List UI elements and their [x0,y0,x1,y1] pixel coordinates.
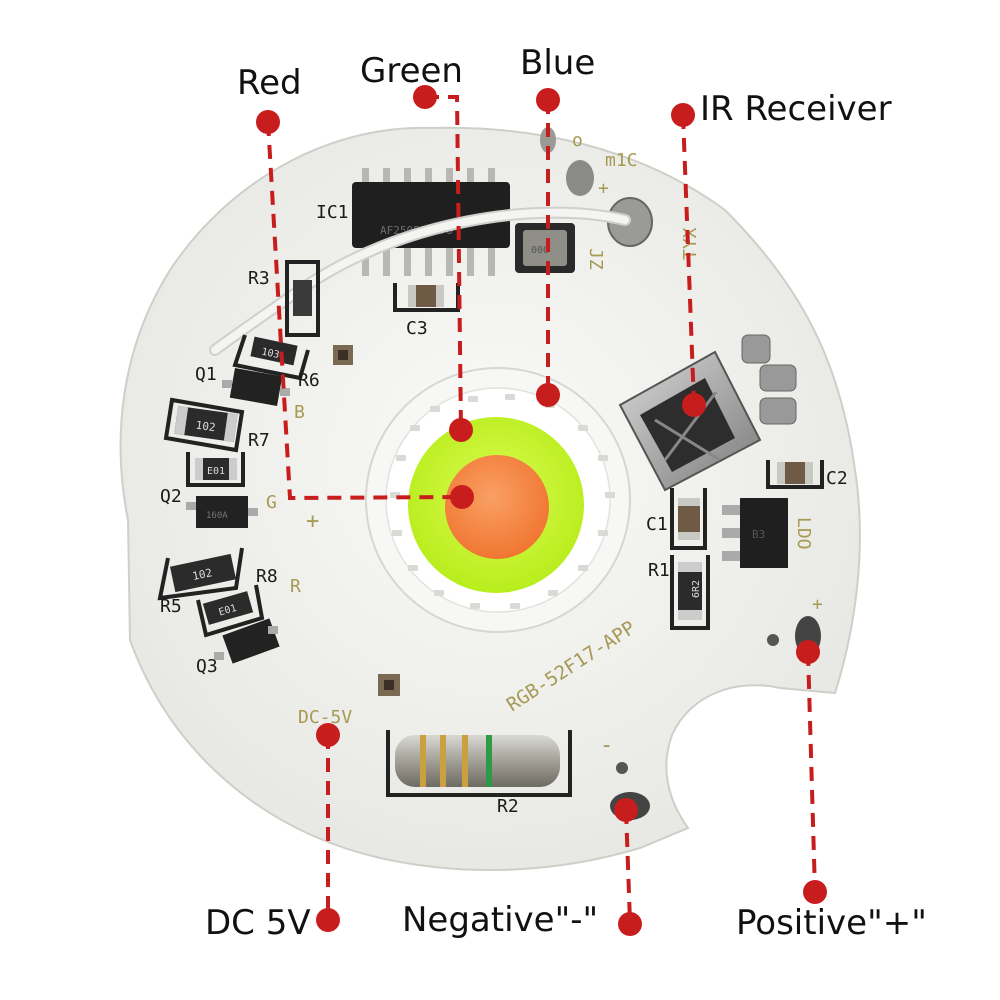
svg-text:102: 102 [191,566,213,583]
silk-r6: R6 [298,370,320,391]
leader-negative [624,809,632,923]
resistor-102-lower: 102 [157,547,244,601]
svg-text:B3: B3 [752,528,765,541]
transistor-q1 [222,368,290,406]
silk-c1: C1 [646,514,668,535]
resistor-e01-lower: E01 [196,584,265,638]
ldo-regulator: B3 [722,498,788,568]
silk-plus-right: + [812,594,823,615]
silk-r5: R5 [160,596,182,617]
ir-receiver [618,334,797,492]
svg-text:000: 000 [531,245,549,256]
silk-r3: R3 [248,268,270,289]
silk-q1: Q1 [195,364,217,385]
svg-text:E01: E01 [207,466,225,477]
silk-r7: R7 [248,430,270,451]
resistor-r3 [285,260,320,337]
callout-dc5v-label: DC 5V [205,903,311,943]
silk-r1: R1 [648,560,670,581]
silk-plus-left: + [306,509,319,534]
capacitor-c2 [766,460,824,489]
silk-c2: C2 [826,468,848,489]
crystal-jz: 000 [515,223,575,273]
resistor-r2 [386,730,572,797]
svg-text:6R2: 6R2 [691,580,702,598]
silk-q2: Q2 [160,486,182,507]
leader-red [266,121,463,501]
transistor-q3 [214,618,280,664]
leader-ir [681,114,696,406]
silk-mic: m1C [605,150,638,171]
resistor-r6: 103 [232,334,310,381]
silk-r8: R8 [256,566,278,587]
callout-dots [256,85,827,936]
svg-text:103: 103 [260,347,280,362]
silk-mic-o: o [572,130,583,151]
callout-negative-label: Negative"-" [402,900,599,940]
silk-c3: C3 [406,318,428,339]
led-orange-core [445,455,549,559]
rgb-led-module [365,367,631,633]
callout-green-label: Green [360,51,463,91]
callout-lines [266,95,817,923]
callout-ir-receiver-label: IR Receiver [700,89,892,129]
leader-positive [806,651,817,893]
callout-positive-label: Positive"+" [736,903,927,943]
silk-mic-plus: + [598,178,609,199]
silk-r2: R2 [497,796,519,817]
svg-text:102: 102 [195,419,216,435]
silk-ldo: LDO [793,517,814,550]
svg-text:160A: 160A [206,511,228,521]
silk-ic1: IC1 [316,202,349,223]
silk-dc-5v: DC-5V [298,707,352,728]
transistor-q2: 160A [186,496,258,528]
callout-blue-label: Blue [520,43,596,83]
resistor-r7: 102 [163,397,245,453]
silk-tyx: TYX [680,227,701,260]
callout-red-label: Red [237,63,302,103]
silk-g: G [266,492,277,513]
silk-r: R [290,576,301,597]
resistor-e01-upper: E01 [186,452,245,487]
silk-b: B [294,402,305,423]
silk-minus: - [600,733,613,758]
capacitor-c1 [670,488,707,550]
silk-q3: Q3 [196,656,218,677]
resistor-r1: 6R2 [670,555,710,630]
svg-text:E01: E01 [218,603,238,619]
silk-jz: JZ [585,248,606,270]
